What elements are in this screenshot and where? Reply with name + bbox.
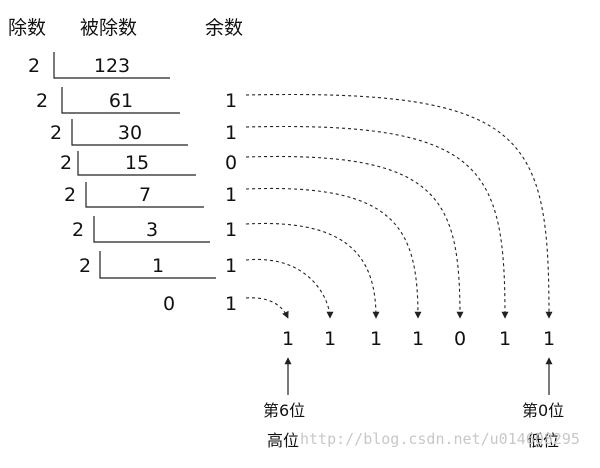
result-bit: 1 [412,328,424,350]
remainder-flow-arrow [245,125,509,319]
remainder-flow-arrow [245,222,380,319]
division-bracket [77,151,196,176]
division-bracket [61,87,180,114]
result-bit: 1 [282,328,294,350]
low-bit-position-label: 第0位 [522,401,564,420]
divisor-value: 2 [28,55,40,77]
divisor-value: 2 [79,255,91,277]
result-bit: 0 [454,328,466,350]
division-bracket [71,119,188,146]
header-divisor: 除数 [8,17,46,39]
division-bracket [99,251,216,279]
remainder-flow-arrow [245,155,464,319]
high-bit-label: 高位 [267,431,299,450]
dividend-value: 61 [109,90,133,112]
division-row: 2 15 0 [60,151,237,176]
dividend-value: 7 [139,184,151,206]
division-row: 2 30 1 [50,119,237,146]
remainder-flow-arrow [245,187,422,319]
result-bit: 1 [499,328,511,350]
remainder-flow-arrow [245,258,334,319]
remainder-value: 1 [225,255,237,277]
remainder-flow-arrow [245,297,289,319]
divisor-value: 2 [60,152,72,174]
result-bits: 1 1 1 1 0 1 1 [282,328,555,350]
division-bracket [85,182,204,208]
division-row: 2 3 1 [72,216,237,243]
divisor-value: 2 [72,219,84,241]
dividend-value: 3 [146,219,158,241]
watermark-url: http://blog.csdn.net/u014608295 [300,430,580,448]
header-dividend: 被除数 [80,17,137,39]
division-bracket [93,216,210,243]
dividend-value: 30 [118,122,142,144]
remainder-arcs [245,93,553,319]
division-row: 2 61 1 [36,87,237,114]
remainder-value: 1 [225,219,237,241]
header-remainder: 余数 [205,17,243,39]
division-row: 2 123 [28,52,170,79]
remainder-value: 1 [225,90,237,112]
final-remainder: 1 [225,293,237,315]
final-quotient: 0 [163,293,175,315]
division-row: 2 1 1 [79,251,237,279]
low-bit-label: 低位 [527,431,559,450]
remainder-value: 1 [225,184,237,206]
remainder-flow-arrow [245,93,553,319]
remainder-value: 0 [225,152,237,174]
result-bit: 1 [370,328,382,350]
dividend-value: 15 [125,152,149,174]
dividend-value: 123 [94,55,130,77]
divisor-value: 2 [64,184,76,206]
divisor-value: 2 [36,90,48,112]
high-bit-position-label: 第6位 [263,401,305,420]
result-bit: 1 [324,328,336,350]
dividend-value: 1 [152,255,164,277]
division-bracket [53,52,170,79]
division-row: 2 7 1 [64,182,237,208]
result-bit: 1 [543,328,555,350]
divisor-value: 2 [50,122,62,144]
remainder-value: 1 [225,122,237,144]
